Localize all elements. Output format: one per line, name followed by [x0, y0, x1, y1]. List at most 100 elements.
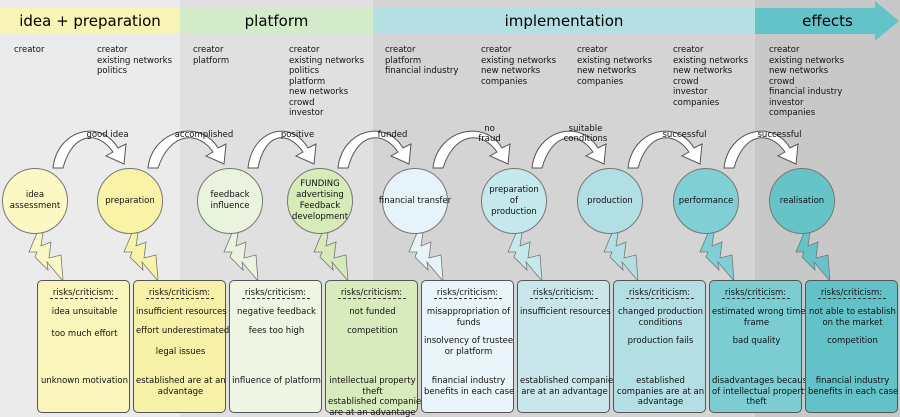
risk-box-3: risks/criticism: negative feedback fees …: [229, 280, 322, 413]
phase-band-2: [180, 8, 373, 34]
risk-item: legal issues: [155, 347, 206, 357]
phase-arrow: [0, 1, 899, 41]
risk-item: insufficient resources: [520, 307, 611, 317]
risk-item: competition: [347, 326, 398, 336]
transition-label-6: suitable conditions: [563, 124, 608, 144]
phase-label-implementation: implementation: [504, 12, 624, 30]
risk-item: effort underestimated: [136, 326, 230, 336]
risk-box-divider: [626, 298, 694, 299]
risk-box-divider: [146, 298, 214, 299]
risk-item: idea unsuitable: [51, 307, 118, 317]
risk-item: unknown motivation: [40, 376, 129, 386]
lightning-bolt-7: [603, 232, 639, 283]
risk-box-divider: [530, 298, 598, 299]
risk-item: competition: [827, 336, 878, 346]
stage-funding: FUNDING advertising Feedback development: [287, 168, 353, 234]
lightning-bolt-8: [699, 232, 735, 283]
risk-box-header: risks/criticism:: [148, 288, 211, 298]
risk-item: established companies are at an advantag…: [520, 376, 618, 397]
stage-realisation: realisation: [769, 168, 835, 234]
curved-arrow-1: [52, 130, 127, 169]
risk-item: fees too high: [248, 326, 305, 336]
risk-item: financial industry benefits in each case: [808, 376, 899, 397]
risk-box-header: risks/criticism:: [436, 288, 499, 298]
risk-box-2: risks/criticism: insufficient resources …: [133, 280, 230, 413]
transition-label-5: no fraud: [478, 124, 501, 144]
risk-box-header: risks/criticism:: [724, 288, 787, 298]
risk-box-divider: [50, 298, 118, 299]
lightning-bolt-3: [223, 232, 259, 283]
risk-box-divider: [722, 298, 790, 299]
phase-band-1: [0, 8, 180, 34]
risk-item: negative feedback: [237, 307, 316, 317]
curved-arrow-4: [337, 130, 412, 169]
risk-box-5: risks/criticism: misappropriation of fun…: [421, 280, 514, 413]
risk-box-header: risks/criticism:: [820, 288, 883, 298]
transition-label-2: accomplished: [174, 130, 234, 140]
risk-item: production fails: [627, 336, 694, 346]
phase-label-platform: platform: [244, 12, 309, 30]
stage-production: production: [577, 168, 643, 234]
risk-item: financial industry benefits in each case: [424, 376, 515, 397]
actors-4: creator existing networks politics platf…: [289, 45, 365, 118]
risk-item: established are at an advantage: [136, 376, 226, 397]
risk-item: insufficient resources: [136, 307, 227, 317]
actors-2: creator existing networks politics: [97, 45, 173, 76]
risk-item: changed production conditions: [617, 307, 704, 328]
risk-box-8: risks/criticism: estimated wrong time fr…: [709, 280, 813, 413]
phase-band-3: [373, 8, 755, 34]
curved-arrow-7: [627, 130, 703, 169]
risk-item: insolvency of trustee or platform: [424, 336, 514, 357]
risk-item: established companies are at an advantag…: [616, 376, 705, 407]
transition-label-4: funded: [377, 130, 408, 140]
phase-arrow-head: [755, 1, 899, 41]
actors-9: creator existing networks new networks c…: [769, 45, 845, 118]
stage-financial-transfer: financial transfer: [379, 168, 451, 234]
risk-box-divider: [242, 298, 310, 299]
curved-arrow-2: [147, 130, 227, 169]
curved-arrow-6: [531, 130, 607, 169]
risk-box-divider: [338, 298, 406, 299]
transition-label-1: good idea: [86, 130, 129, 140]
risk-item: intellectual property theft established …: [328, 376, 426, 417]
risk-box-divider: [434, 298, 502, 299]
risk-item: not able to establish on the market: [809, 307, 896, 328]
stage-feedback-influence: feedback influence: [197, 168, 263, 234]
phase-label-idea-preparation: idea + preparation: [19, 12, 161, 30]
risk-box-header: risks/criticism:: [340, 288, 403, 298]
actors-1: creator: [14, 45, 45, 55]
stage-preparation-of-production: preparation of production: [481, 168, 547, 234]
risk-box-6: risks/criticism: insufficient resources …: [517, 280, 618, 413]
stage-idea-assessment: idea assessment: [2, 168, 68, 234]
actors-7: creator existing networks new networks c…: [577, 45, 653, 87]
lightning-bolt-9: [795, 232, 831, 283]
actors-8: creator existing networks new networks c…: [673, 45, 749, 108]
risk-box-header: risks/criticism:: [628, 288, 691, 298]
risk-item: estimated wrong time frame: [712, 307, 806, 328]
risk-item: too much effort: [51, 329, 118, 339]
transition-label-8: successful: [757, 130, 802, 140]
lightning-bolt-6: [507, 232, 543, 283]
risk-box-9: risks/criticism: not able to establish o…: [805, 280, 898, 413]
risk-item: disadvantages because of intellectual pr…: [712, 376, 813, 407]
actors-5: creator platform financial industry: [385, 45, 459, 76]
lightning-bolt-1: [28, 232, 64, 283]
actors-6: creator existing networks new networks c…: [481, 45, 557, 87]
stage-preparation: preparation: [97, 168, 163, 234]
curved-arrow-5: [432, 130, 511, 169]
risk-box-4: risks/criticism: not funded competition …: [325, 280, 426, 417]
risk-item: not funded: [349, 307, 396, 317]
risk-box-header: risks/criticism:: [532, 288, 595, 298]
curved-arrow-8: [723, 130, 799, 169]
lightning-bolt-4: [313, 232, 349, 283]
phase-label-effects: effects: [802, 12, 853, 30]
risk-box-header: risks/criticism:: [244, 288, 307, 298]
risk-box-header: risks/criticism:: [52, 288, 115, 298]
stage-performance: performance: [673, 168, 739, 234]
risk-box-1: risks/criticism: idea unsuitable too muc…: [37, 280, 130, 413]
transition-label-3: positive: [280, 130, 315, 140]
actors-3: creator platform: [193, 45, 230, 66]
risk-item: bad quality: [732, 336, 781, 346]
